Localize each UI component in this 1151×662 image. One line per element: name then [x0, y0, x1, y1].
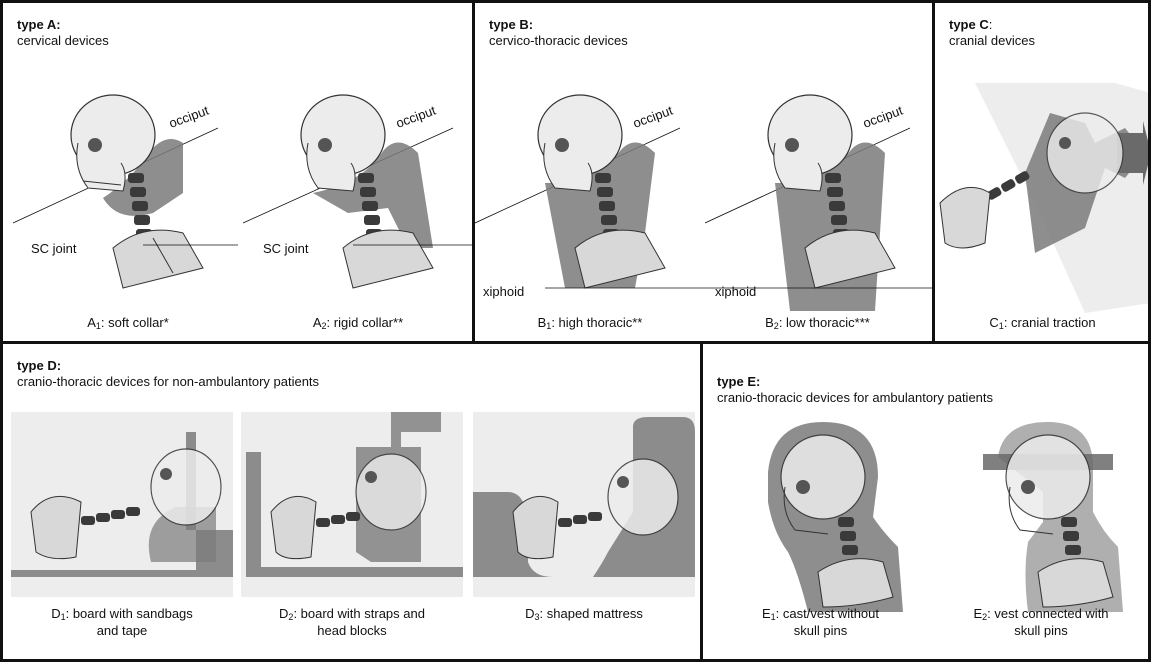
- panel-e-title: type E: cranio-thoracic devices for ambu…: [717, 374, 993, 406]
- panel-c-type: type C:: [949, 17, 1035, 33]
- spine-icon: [986, 170, 1031, 201]
- panel-a-title: type A: cervical devices: [17, 17, 109, 49]
- illustration-low-thoracic: occiput xiphoid: [705, 73, 935, 313]
- caption-a1: A1: soft collar*: [28, 315, 228, 332]
- shoulder-bones-icon: [513, 496, 558, 558]
- caption-d3: D3: shaped mattress: [473, 606, 695, 623]
- shoulder-bones-icon: [940, 187, 990, 248]
- illustration-high-thoracic: occiput xiphoid: [475, 73, 705, 303]
- panel-c-title: type C: cranial devices: [949, 17, 1035, 49]
- panel-a-type: type A:: [17, 17, 109, 33]
- caption-d1: D1: board with sandbagsand tape: [11, 606, 233, 639]
- panel-type-e: type E: cranio-thoracic devices for ambu…: [700, 341, 1151, 662]
- shoulder-bones-icon: [1038, 559, 1113, 607]
- illustration-shaped-mattress: [473, 412, 695, 597]
- illustration-soft-collar: occiput SC joint: [3, 73, 238, 303]
- occiput-label: occiput: [861, 103, 905, 131]
- illustration-cast-vest: [713, 422, 928, 612]
- shoulder-bones-icon: [271, 496, 316, 558]
- shoulder-bones-icon: [805, 230, 895, 288]
- xiphoid-label: xiphoid: [483, 284, 524, 299]
- skull-icon: [608, 459, 678, 535]
- xiphoid-label: xiphoid: [715, 284, 756, 299]
- occiput-label: occiput: [394, 103, 438, 131]
- occiput-label: occiput: [631, 103, 675, 131]
- skull-icon: [356, 454, 426, 530]
- illustration-cranial-traction: [935, 83, 1151, 313]
- illustration-board-straps: [241, 412, 463, 597]
- caption-d2: D2: board with straps andhead blocks: [241, 606, 463, 639]
- skull-icon: [151, 449, 221, 525]
- caption-b1: B1: high thoracic**: [485, 315, 695, 332]
- panel-a-desc: cervical devices: [17, 33, 109, 49]
- sc-joint-label: SC joint: [263, 241, 309, 256]
- skull-icon: [1047, 113, 1123, 193]
- panel-type-d: type D: cranio-thoracic devices for non-…: [0, 341, 703, 662]
- panel-type-b: type B: cervico-thoracic devices: [472, 0, 935, 344]
- illustration-board-sandbags: [11, 412, 233, 597]
- panel-d-type: type D:: [17, 358, 319, 374]
- occiput-label: occiput: [167, 103, 211, 131]
- shoulder-bones-icon: [575, 230, 665, 288]
- caption-e2: E2: vest connected withskull pins: [931, 606, 1151, 639]
- sc-joint-label: SC joint: [31, 241, 77, 256]
- panel-b-desc: cervico-thoracic devices: [489, 33, 628, 49]
- caption-a2: A2: rigid collar**: [253, 315, 463, 332]
- illustration-rigid-collar: occiput SC joint: [238, 73, 473, 303]
- panel-e-type: type E:: [717, 374, 993, 390]
- panel-d-title: type D: cranio-thoracic devices for non-…: [17, 358, 319, 390]
- caption-b2: B2: low thoracic***: [710, 315, 925, 332]
- shoulder-bones-icon: [31, 496, 81, 558]
- panel-b-type: type B:: [489, 17, 628, 33]
- shoulder-bones-icon: [818, 559, 893, 607]
- panel-d-desc: cranio-thoracic devices for non-ambulant…: [17, 374, 319, 390]
- panel-type-a: type A: cervical devices: [0, 0, 475, 344]
- panel-type-c: type C: cranial devices C1: cranial trac…: [932, 0, 1151, 344]
- panel-e-desc: cranio-thoracic devices for ambulantory …: [717, 390, 993, 406]
- illustration-vest-skull-pins: [933, 422, 1148, 612]
- caption-e1: E1: cast/vest withoutskull pins: [713, 606, 928, 639]
- shoulder-bones-icon: [113, 230, 203, 288]
- panel-c-desc: cranial devices: [949, 33, 1035, 49]
- panel-b-title: type B: cervico-thoracic devices: [489, 17, 628, 49]
- caption-c1: C1: cranial traction: [940, 315, 1145, 332]
